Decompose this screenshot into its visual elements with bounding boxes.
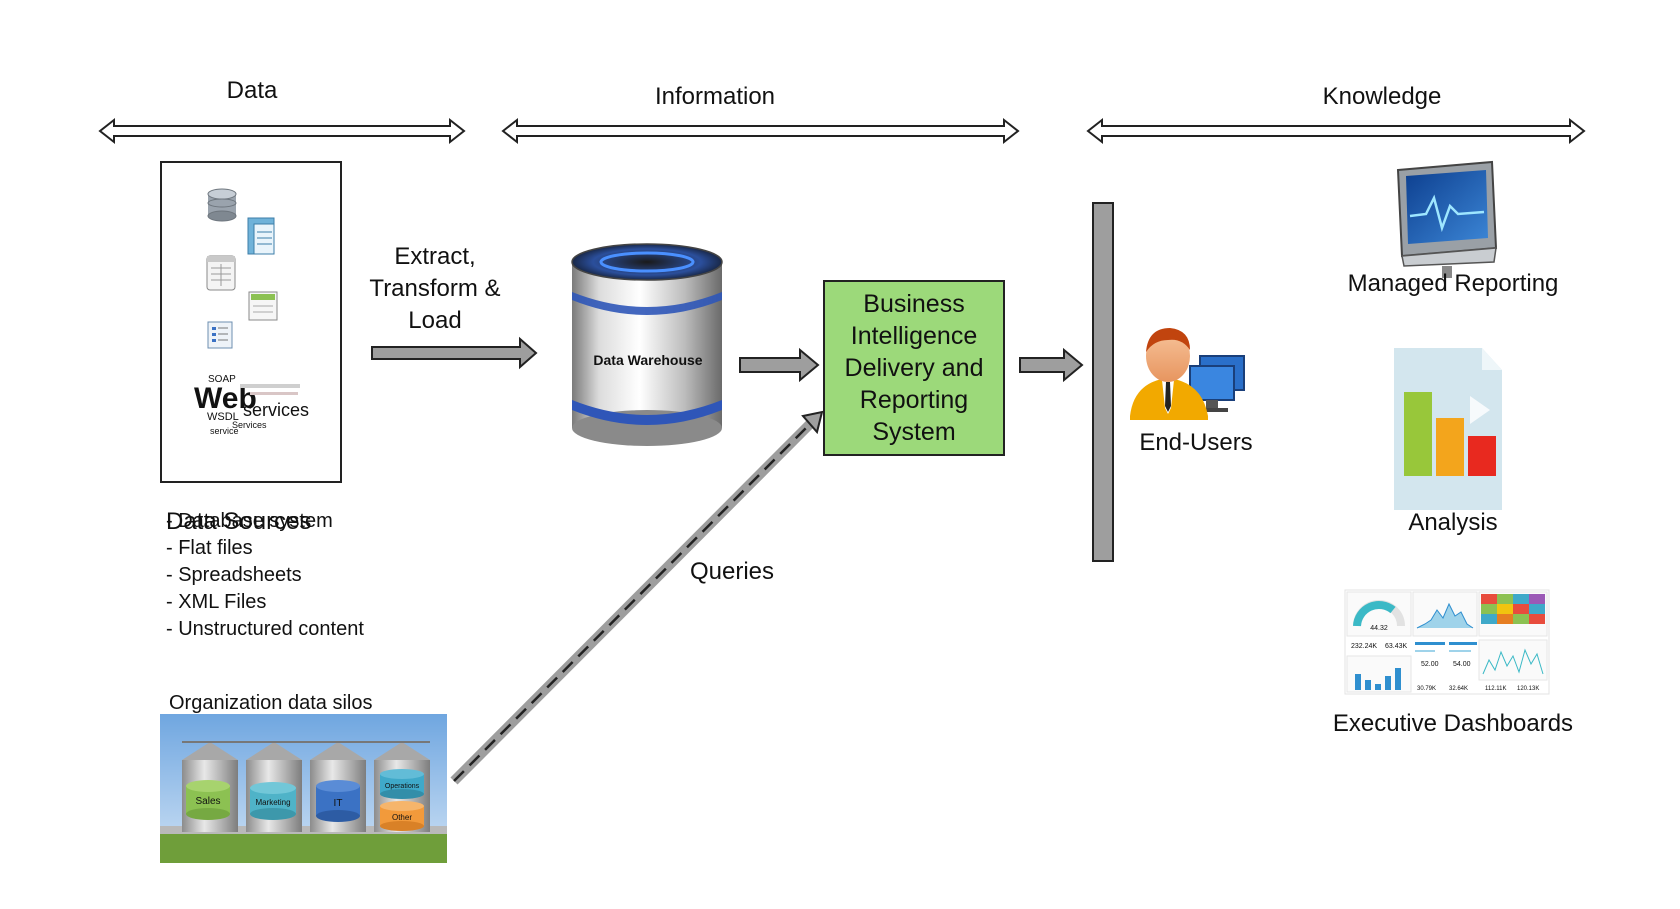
- list-file-icon: [207, 321, 233, 349]
- dash-value-kpi-7: 112.11K: [1485, 686, 1506, 692]
- data-warehouse-cylinder: [571, 243, 723, 446]
- dash-value-kpi-6: 32.64K: [1449, 686, 1468, 692]
- silo-label-it: IT: [334, 798, 343, 809]
- silo-sales: [186, 780, 230, 820]
- web-services-tag-services: Services: [232, 420, 267, 430]
- database-icon: [207, 188, 237, 222]
- web-services-tag-service: service: [210, 426, 239, 436]
- silo-it: [316, 780, 360, 822]
- stage-label-data: Data: [227, 77, 278, 104]
- spreadsheet-icon: [247, 217, 275, 255]
- web-services-tag-soap: SOAP: [208, 374, 236, 385]
- monitor-icon: [1396, 160, 1498, 278]
- silos-title: Organization data silos: [169, 692, 372, 714]
- dash-value-gauge: 44.32: [1370, 625, 1388, 632]
- etl-arrow: [371, 336, 538, 370]
- bi-to-end-users-arrow: [1019, 347, 1084, 383]
- web-services-tag-wsdl: WSDL: [207, 411, 239, 423]
- managed-reporting-label: Managed Reporting: [1348, 270, 1559, 297]
- stage-label-information: Information: [655, 83, 775, 110]
- dash-value-kpi-2: 63.43K: [1385, 643, 1408, 650]
- data-silos-photo: Sales Marketing IT Operations Other: [160, 714, 447, 863]
- stage-arrow-knowledge: [1086, 117, 1586, 145]
- web-services-word-cloud: SOAP Web services WSDL Services service: [194, 374, 309, 436]
- executive-dashboard-thumbnail: 44.32 232.24K 63.43K 52.00 54.00 30.79K …: [1344, 589, 1550, 695]
- data-sources-frame: [160, 161, 342, 483]
- web-services-small-word: services: [243, 400, 309, 420]
- stage-arrow-information: [501, 117, 1020, 145]
- bar-chart-icon: [1394, 348, 1502, 510]
- list-item: Unstructured content: [166, 616, 364, 643]
- list-item: Flat files: [166, 535, 364, 562]
- queries-arrow: [450, 410, 824, 785]
- stage-label-knowledge: Knowledge: [1323, 83, 1442, 110]
- list-item: Database system: [166, 508, 364, 535]
- silo-label-marketing: Marketing: [255, 798, 290, 807]
- silo-operations: [380, 769, 424, 799]
- queries-label: Queries: [690, 558, 774, 585]
- bi-delivery-system-label: Business Intelligence Delivery and Repor…: [844, 290, 984, 446]
- bi-delivery-system-box: Business Intelligence Delivery and Repor…: [823, 280, 1005, 456]
- executive-dashboards-label: Executive Dashboards: [1333, 710, 1573, 737]
- list-item: Spreadsheets: [166, 562, 364, 589]
- etl-label-line3: Load: [408, 307, 461, 334]
- data-warehouse-label: Data Warehouse: [593, 352, 702, 368]
- silo-marketing: [250, 782, 296, 820]
- analysis-label: Analysis: [1408, 509, 1497, 536]
- dash-value-kpi-5: 30.79K: [1417, 686, 1436, 692]
- silo-label-operations: Operations: [385, 783, 420, 790]
- warehouse-to-bi-arrow: [739, 347, 820, 383]
- end-users-label: End-Users: [1139, 429, 1252, 456]
- dash-value-kpi-1: 232.24K: [1351, 643, 1377, 650]
- document-icon: [206, 255, 236, 291]
- xml-file-icon: [248, 291, 278, 321]
- end-users-divider-bar: [1092, 202, 1114, 562]
- silo-label-other: Other: [392, 813, 412, 822]
- stage-arrow-data: [98, 117, 466, 145]
- etl-label-line2: Transform &: [369, 275, 500, 302]
- dash-value-kpi-8: 120.13K: [1517, 686, 1539, 692]
- list-item: XML Files: [166, 589, 364, 616]
- dash-value-kpi-3: 52.00: [1421, 661, 1439, 668]
- silo-label-sales: Sales: [195, 796, 220, 807]
- data-sources-list: Database system Flat files Spreadsheets …: [166, 508, 364, 643]
- dash-value-kpi-4: 54.00: [1453, 661, 1471, 668]
- silo-other: [380, 801, 424, 831]
- etl-label-line1: Extract,: [394, 243, 475, 270]
- user-computer-icon: [1130, 328, 1245, 420]
